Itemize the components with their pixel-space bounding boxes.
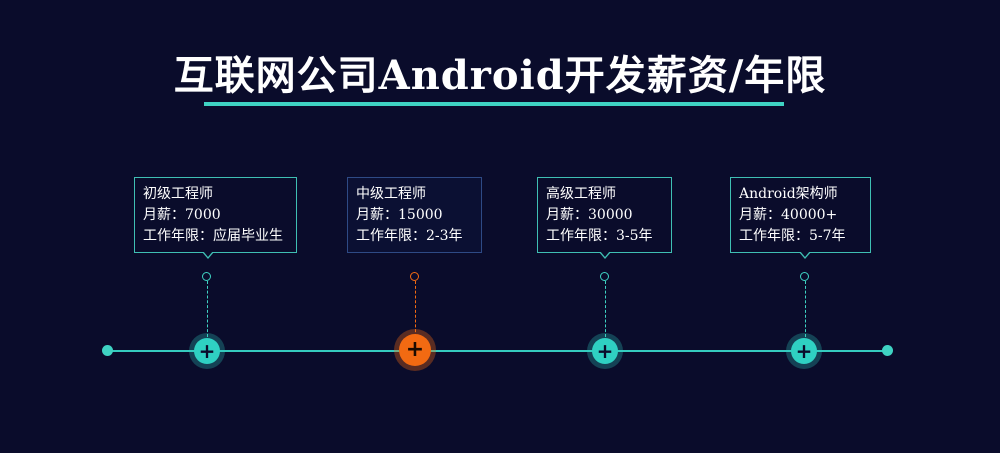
connector-line [805,281,806,337]
stage-years: 工作年限：5-7年 [739,228,846,244]
card-pointer [202,251,214,259]
connector-line [415,281,416,337]
timeline-line [108,350,888,352]
stage-role: Android架构师 [739,186,838,202]
timeline-node-junior[interactable]: + [194,338,220,364]
timeline-end-dot [882,345,893,356]
stage-salary: 月薪：40000+ [739,207,838,223]
connector-ring [600,272,609,281]
connector-ring [202,272,211,281]
connector-line [207,281,208,337]
plus-icon: + [596,339,614,363]
stage-card-architect: Android架构师 月薪：40000+ 工作年限：5-7年 [730,177,871,259]
timeline-node-architect[interactable]: + [791,338,817,364]
connector-ring [800,272,809,281]
plus-icon: + [198,339,216,363]
stage-years: 工作年限：应届毕业生 [143,228,283,244]
stage-salary: 月薪：15000 [356,207,443,223]
plus-icon: + [405,337,425,362]
timeline-node-senior[interactable]: + [592,338,618,364]
connector-line [605,281,606,337]
stage-years: 工作年限：3-5年 [546,228,653,244]
stage-card-junior: 初级工程师 月薪：7000 工作年限：应届毕业生 [134,177,297,259]
stage-years: 工作年限：2-3年 [356,228,463,244]
title-underline [204,102,784,106]
card-pointer [599,251,611,259]
stage-card-intermediate: 中级工程师 月薪：15000 工作年限：2-3年 [347,177,482,253]
card-pointer [799,251,811,259]
stage-role: 高级工程师 [546,186,616,202]
page-title: 互联网公司Android开发薪资/年限 [173,52,827,99]
stage-salary: 月薪：7000 [143,207,221,223]
stage-role: 初级工程师 [143,186,213,202]
stage-role: 中级工程师 [356,186,426,202]
timeline-start-dot [102,345,113,356]
timeline-node-intermediate[interactable]: + [399,334,431,366]
plus-icon: + [795,339,813,363]
connector-ring [410,272,419,281]
stage-salary: 月薪：30000 [546,207,633,223]
stage-card-senior: 高级工程师 月薪：30000 工作年限：3-5年 [537,177,672,259]
